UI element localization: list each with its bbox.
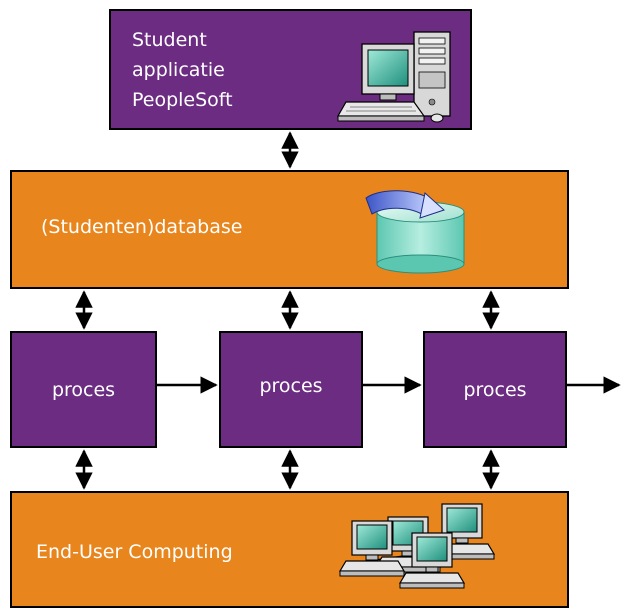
database-cylinder-icon [365,190,465,274]
label-line-3: PeopleSoft [132,89,233,111]
desktop-computer-icon [336,31,451,123]
process-label: proces [52,379,115,401]
label-line-2: applicatie [132,59,225,81]
student-application-box: Student applicatie PeopleSoft [109,9,472,130]
end-user-computing-label: End-User Computing [36,541,233,563]
label-line-1: Student [132,29,207,51]
networked-computers-icon [339,503,495,589]
student-application-label: Student applicatie PeopleSoft [132,29,233,111]
end-user-computing-box: End-User Computing [10,491,569,608]
process-box-1: proces [10,331,157,448]
database-box: (Studenten)database [10,170,569,289]
process-label: proces [259,375,322,397]
process-label: proces [463,379,526,401]
database-label: (Studenten)database [41,216,242,238]
process-box-3: proces [423,331,567,448]
process-box-2: proces [219,331,363,448]
